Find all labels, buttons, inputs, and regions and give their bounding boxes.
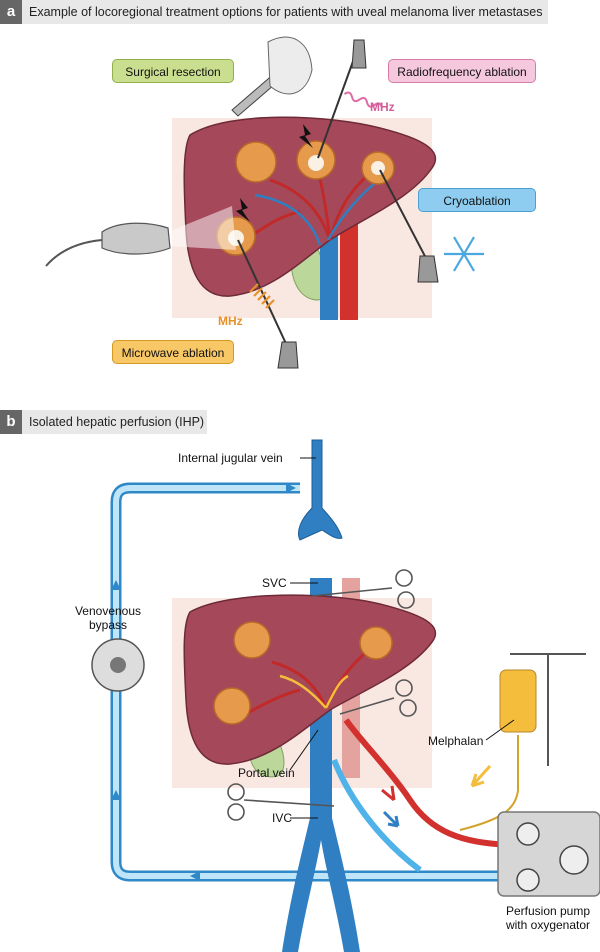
arterial-arrow bbox=[381, 785, 396, 802]
microwave-ablation-tag: Microwave ablation bbox=[112, 340, 234, 364]
mhz-rf-label: MHz bbox=[370, 100, 395, 114]
venous-tube bbox=[331, 758, 422, 873]
ivc-bifurcation bbox=[282, 818, 360, 952]
rf-wave bbox=[343, 91, 384, 109]
glow-rf bbox=[308, 155, 324, 171]
cryoablation-tag: Cryoablation bbox=[418, 188, 536, 212]
radiofrequency-ablation-tag: Radiofrequency ablation bbox=[388, 59, 536, 83]
lightning-icon-1 bbox=[299, 124, 313, 148]
ivc-clamp-icon bbox=[227, 783, 335, 821]
bypass-arrow-left-1 bbox=[111, 580, 121, 590]
melphalan-label: Melphalan bbox=[428, 734, 484, 748]
venovenous-bypass-label: Venovenous bypass bbox=[74, 604, 142, 632]
lightning-icon-2 bbox=[236, 198, 250, 222]
surgical-resection-tag: Surgical resection bbox=[112, 59, 234, 83]
tumor-b3 bbox=[213, 687, 251, 725]
ultrasound-cable bbox=[45, 239, 103, 267]
portal-vein-leader bbox=[289, 729, 319, 771]
svc-clamp-icon bbox=[311, 569, 415, 609]
melphalan-bag bbox=[499, 669, 537, 733]
panel-a-label: a bbox=[0, 0, 22, 24]
perfusion-pump-label: Perfusion pump with oxygenator bbox=[505, 904, 591, 932]
bypass-pump-center bbox=[110, 657, 126, 673]
internal-jugular-vein-label: Internal jugular vein bbox=[178, 451, 283, 465]
panel-a-illustration bbox=[45, 36, 484, 369]
portal-vein-label: Portal vein bbox=[238, 766, 295, 780]
gloved-hand bbox=[267, 36, 313, 95]
ultrasound-probe bbox=[101, 222, 171, 255]
melphalan-arrow bbox=[470, 764, 492, 788]
rf-handle bbox=[351, 39, 367, 69]
tumor-b1 bbox=[233, 621, 271, 659]
bypass-arrow-bottom bbox=[190, 871, 200, 881]
pump-roller-3 bbox=[516, 868, 540, 892]
mw-wave bbox=[249, 283, 275, 309]
cryo-needle bbox=[379, 169, 429, 263]
mhz-mw-label: MHz bbox=[218, 314, 243, 328]
perfusion-path bbox=[279, 674, 349, 709]
hepatic-clamp-icon bbox=[339, 679, 417, 717]
panel-b-title: Isolated hepatic perfusion (IHP) bbox=[22, 410, 207, 434]
mw-handle bbox=[277, 341, 299, 369]
panel-b-label: b bbox=[0, 410, 22, 434]
ivc-label: IVC bbox=[272, 811, 293, 825]
liver-vessels-a bbox=[244, 159, 381, 242]
iv-stand bbox=[510, 653, 586, 766]
tumor-a1 bbox=[235, 141, 277, 183]
svc-label: SVC bbox=[262, 576, 287, 590]
bypass-arrow-left-2 bbox=[111, 790, 121, 800]
melphalan-leader bbox=[485, 719, 515, 741]
pump-roller-2 bbox=[559, 845, 589, 875]
pump-roller-1 bbox=[516, 822, 540, 846]
ultrasound-beam bbox=[168, 206, 236, 250]
cryo-handle bbox=[417, 255, 439, 283]
bypass-arrow-top bbox=[286, 483, 296, 493]
snowflake-icon bbox=[444, 236, 484, 272]
venous-arrow bbox=[382, 810, 400, 828]
jugular-vein bbox=[298, 439, 343, 541]
panel-a-title: Example of locoregional treatment option… bbox=[22, 0, 548, 24]
tumor-b2 bbox=[359, 626, 393, 660]
arterial-tube bbox=[343, 718, 521, 848]
